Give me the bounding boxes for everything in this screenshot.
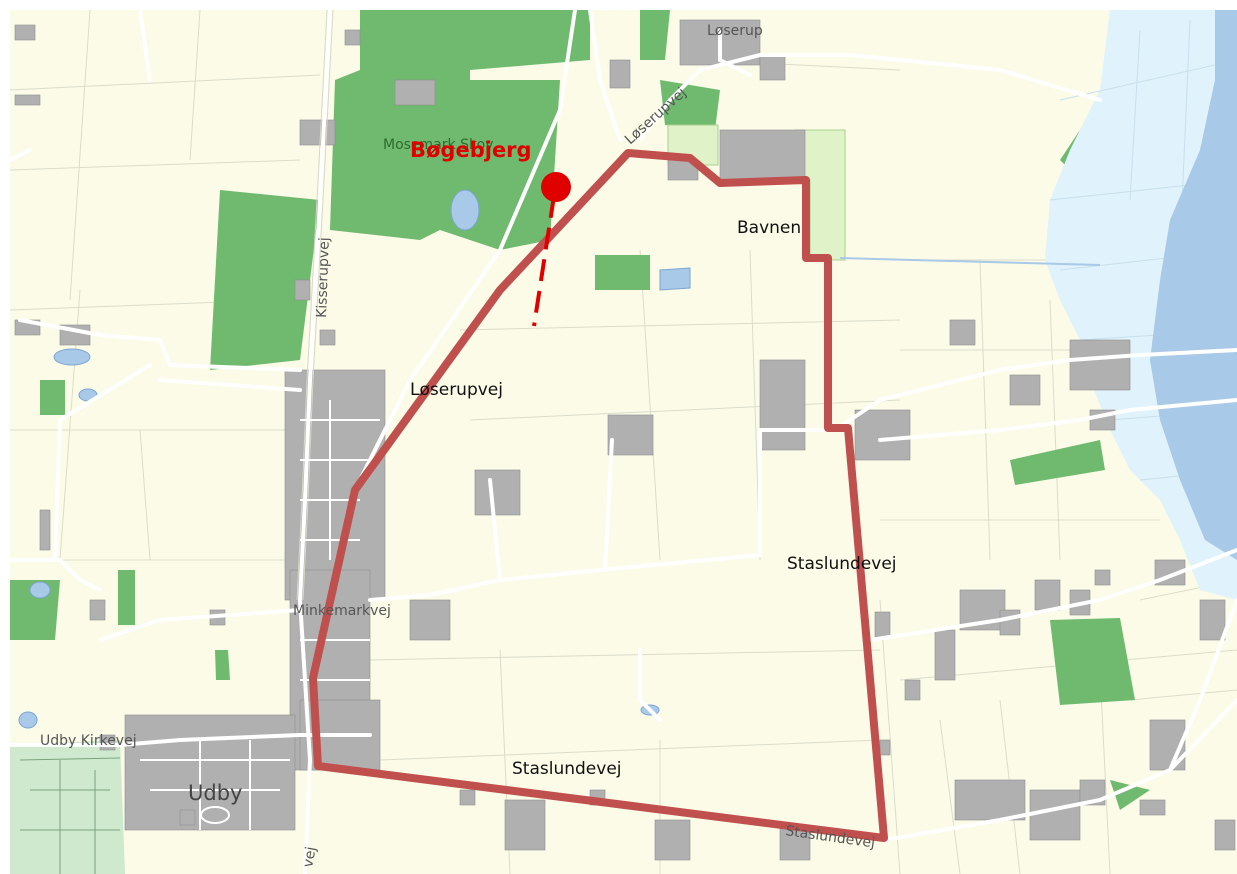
place-label-loserup: Løserup: [707, 23, 763, 39]
road-label-staslundevej-east: Staslundevej: [787, 554, 897, 574]
road-label-staslundevej-south: Staslundevej: [512, 759, 622, 779]
roads[interactable]: [10, 10, 1237, 874]
road-label-minkemarkvej: Minkemarkvej: [293, 603, 391, 619]
poi-label[interactable]: Bøgebjerg: [410, 138, 532, 162]
place-label-udby: Udby: [188, 781, 242, 805]
pin-dashed-line: [532, 195, 556, 327]
lake: [1150, 10, 1237, 560]
road-label-vej-bottom: vej: [300, 845, 319, 868]
bogebjerg-pin[interactable]: [532, 172, 571, 327]
road-label-loserupvej: Løserupvej: [410, 380, 503, 400]
route-polygon[interactable]: [309, 149, 888, 842]
udby-park: [10, 740, 125, 874]
map-canvas[interactable]: Mosemark Skov Bøgebjerg Løserup Bavnen L…: [10, 10, 1237, 874]
stream: [839, 257, 1101, 266]
road-label-udby-kirkevej: Udby Kirkevej: [40, 733, 137, 749]
place-label-bavnen: Bavnen: [737, 218, 801, 238]
udby-park-paths: [19, 757, 121, 874]
forest-areas: [10, 10, 1150, 810]
road-label-kisserupvej: Kisserupvej: [314, 237, 333, 318]
forest-label: Mosemark Skov: [383, 137, 493, 153]
road-edges: [296, 10, 334, 601]
pin-head[interactable]: [541, 172, 571, 202]
